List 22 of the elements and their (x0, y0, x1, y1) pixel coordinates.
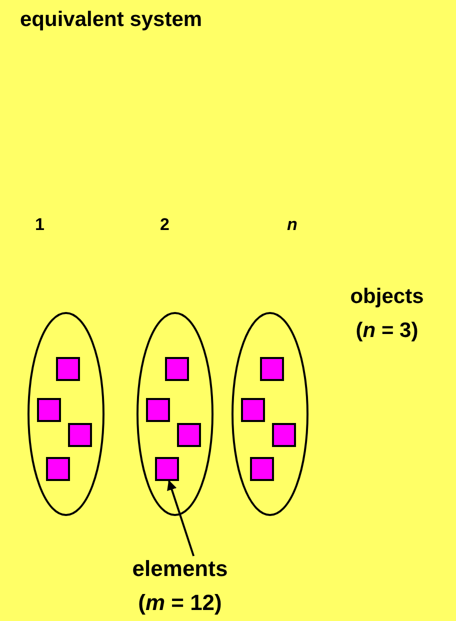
side-note: objects (n = 3) (349, 284, 425, 344)
element-square (250, 457, 274, 481)
element-square (241, 398, 265, 422)
ellipse-outline (231, 312, 309, 516)
element-square (272, 423, 296, 447)
element-square (165, 357, 189, 381)
number-label: n (287, 215, 298, 235)
ellipse-outline (136, 312, 214, 516)
element-square (46, 457, 70, 481)
ellipse-outline (27, 312, 105, 516)
element-square (146, 398, 170, 422)
element-square (37, 398, 61, 422)
number-label: 1 (35, 215, 44, 235)
element-square (56, 357, 80, 381)
arrow (167, 480, 195, 556)
number-label: 2 (160, 215, 170, 235)
label-text: elements (m = 12) (95, 552, 265, 620)
element-square (155, 457, 179, 481)
element-square (68, 423, 92, 447)
element-square (177, 423, 201, 447)
title: equivalent system (20, 8, 202, 32)
element-square (260, 357, 284, 381)
